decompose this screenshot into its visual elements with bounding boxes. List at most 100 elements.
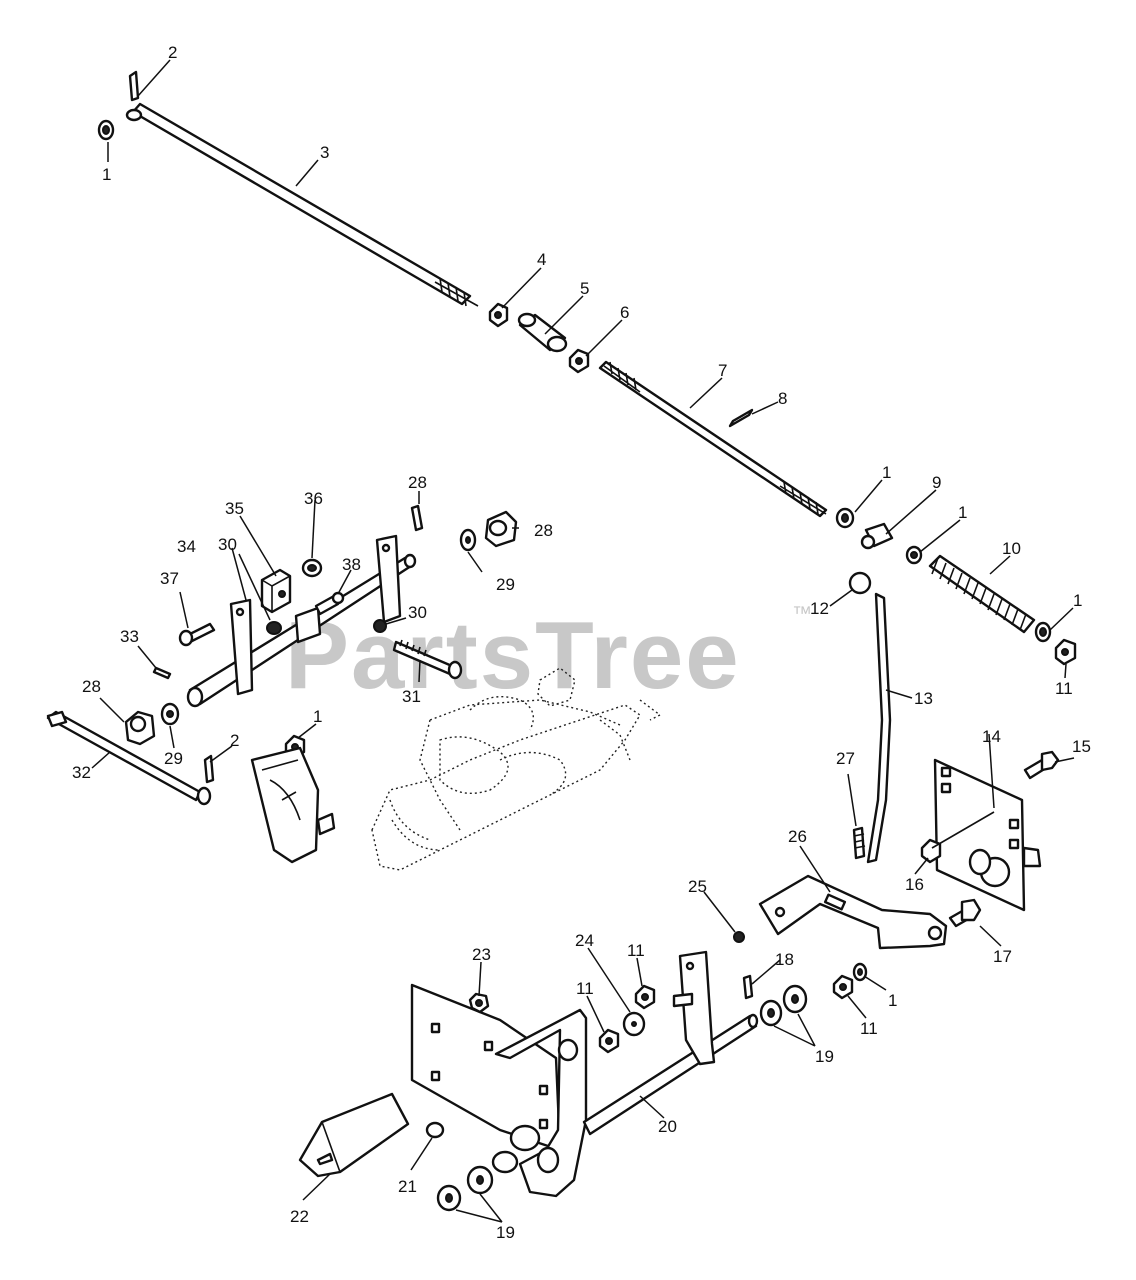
bracket-26 [758, 874, 948, 950]
rod-13 [866, 592, 892, 864]
nut-36 [301, 558, 323, 578]
coupler-5 [517, 312, 568, 353]
callout-1-f: 1 [313, 707, 322, 726]
nut-28-b [124, 710, 156, 746]
nut-11-d [634, 984, 656, 1010]
callout-30-b: 30 [408, 603, 427, 622]
roll-pin-18 [742, 974, 754, 1000]
nut-30-b [373, 619, 387, 633]
callout-18: 18 [775, 950, 794, 969]
cotter-pin-2 [128, 70, 140, 102]
callout-19-b: 19 [496, 1223, 515, 1242]
callout-14: 14 [982, 727, 1001, 746]
callout-29-b: 29 [164, 749, 183, 768]
rod-3 [125, 102, 479, 307]
washer-29-b [160, 702, 180, 726]
nut-4 [488, 302, 509, 328]
callout-19: 19 [815, 1047, 834, 1066]
washer-1-b [835, 507, 855, 529]
pedal-arm [491, 1008, 588, 1198]
callout-8: 8 [778, 389, 787, 408]
callout-29: 29 [496, 575, 515, 594]
pin-33 [152, 666, 172, 680]
swivel-9 [860, 522, 894, 550]
bracket-14 [933, 758, 1042, 912]
callout-12: 12 [810, 599, 829, 618]
nut-23 [468, 992, 490, 1014]
washer-19-pair-b [436, 1165, 494, 1212]
callout-9: 9 [932, 473, 941, 492]
callout-22: 22 [290, 1207, 309, 1226]
rod-7 [598, 360, 828, 518]
washer-1-e [852, 962, 868, 982]
callout-2-b: 2 [230, 731, 239, 750]
callout-34: 34 [177, 537, 196, 556]
callout-labels: 1 2 3 4 5 6 7 8 1 9 1 10 1 11 12 13 14 1… [72, 43, 1091, 1242]
callout-21: 21 [398, 1177, 417, 1196]
watermark-trademark: ™ [792, 603, 812, 625]
callout-11-b: 11 [860, 1019, 878, 1038]
callout-31: 31 [402, 687, 421, 706]
nut-11-c [598, 1028, 620, 1054]
bolt-37 [178, 622, 216, 647]
washer-1-c [905, 545, 923, 565]
nut-28-a [484, 510, 518, 548]
arm-mid-shaft [294, 606, 322, 644]
callout-1-c: 1 [958, 503, 967, 522]
callout-30: 30 [218, 535, 237, 554]
arm-right-shaft [375, 534, 402, 624]
callout-3: 3 [320, 143, 329, 162]
cotter-pin-28 [410, 504, 424, 532]
leader-lines [91, 59, 1075, 1223]
washer-24 [622, 1011, 646, 1037]
callout-10: 10 [1002, 539, 1021, 558]
callout-25: 25 [688, 877, 707, 896]
callout-24: 24 [575, 931, 594, 950]
nut-30-a [266, 621, 282, 635]
nut-11 [1054, 638, 1077, 666]
washer-29-a [459, 528, 477, 552]
nut-16 [920, 838, 942, 864]
callout-16: 16 [905, 875, 924, 894]
callout-27: 27 [836, 749, 855, 768]
bolt-15 [1023, 750, 1060, 780]
callout-2: 2 [168, 43, 177, 62]
callout-4: 4 [537, 250, 546, 269]
callout-11-d: 11 [576, 979, 594, 998]
spring-10 [928, 554, 1036, 634]
transmission-outline [371, 667, 662, 871]
block-35 [260, 568, 292, 614]
callout-33: 33 [120, 627, 139, 646]
callout-1-d: 1 [1073, 591, 1082, 610]
mount-bracket [250, 746, 336, 864]
arm-34 [229, 598, 254, 696]
callout-32: 32 [72, 763, 91, 782]
watermark: PartsTree [285, 602, 741, 709]
callout-11-c: 11 [627, 941, 645, 960]
nut-6 [568, 348, 590, 374]
callout-26: 26 [788, 827, 807, 846]
callout-5: 5 [580, 279, 589, 298]
callout-13: 13 [914, 689, 933, 708]
callout-23: 23 [472, 945, 491, 964]
callout-1-b: 1 [882, 463, 891, 482]
pedal-pad-22 [298, 1092, 410, 1178]
bolt-31 [392, 639, 463, 680]
ball-25 [733, 931, 745, 943]
callout-15: 15 [1072, 737, 1091, 756]
spring-27 [852, 826, 866, 860]
callout-35: 35 [225, 499, 244, 518]
washer-19-pair-a [759, 984, 808, 1027]
spacer-21 [425, 1121, 445, 1139]
rod-32 [46, 710, 212, 806]
nut-11-b [832, 974, 854, 1000]
arm-upright [672, 950, 716, 1066]
callout-38: 38 [342, 555, 361, 574]
callout-7: 7 [718, 361, 727, 380]
callout-1-e: 1 [888, 991, 897, 1010]
bolt-17 [948, 898, 982, 928]
knob-12 [848, 571, 872, 595]
callout-37: 37 [160, 569, 179, 588]
washer-1-d [1034, 621, 1052, 643]
